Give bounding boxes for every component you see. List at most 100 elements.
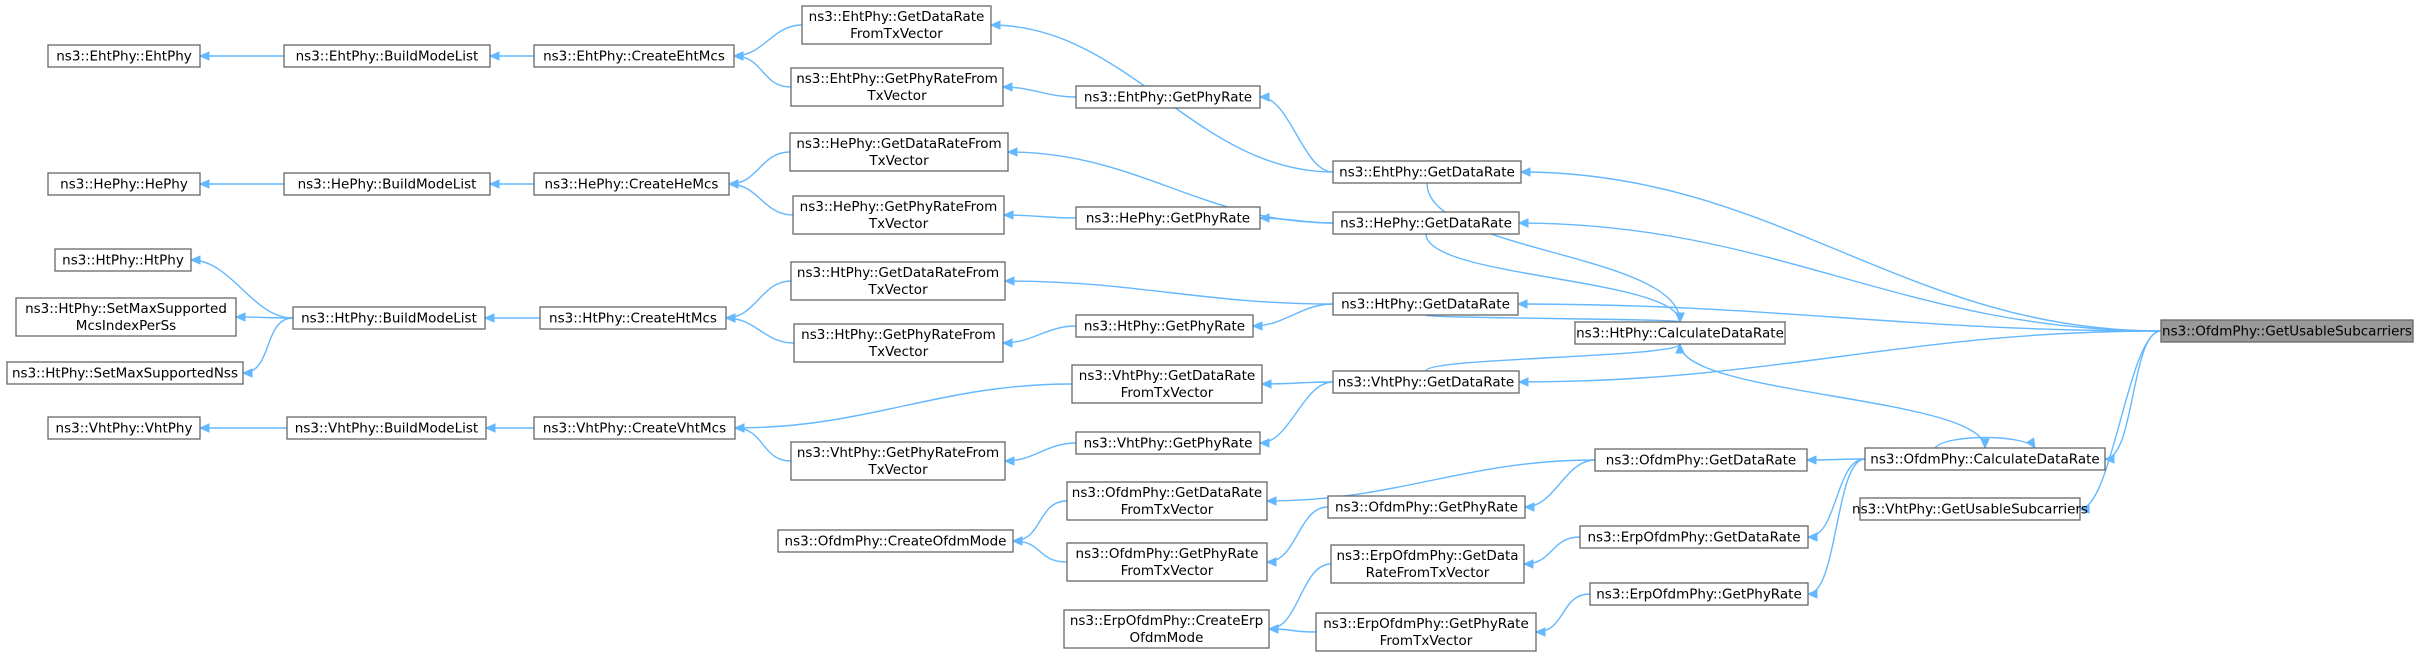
node-he-gdr[interactable]: ns3::HePhy::GetDataRate — [1332, 211, 1520, 235]
edge-ofdm-com-to-ofdm-gpr-tx — [1011, 536, 1068, 563]
node-box — [792, 195, 1005, 235]
edge-vht-gdr-to-root — [1517, 330, 2162, 387]
edge-ofdm-gdr-tx-to-ofdm-gdr — [1265, 459, 1596, 506]
node-ht-smsn[interactable]: ns3::HtPhy::SetMaxSupportedNss — [6, 361, 244, 385]
node-label: ns3::EhtPhy::GetPhyRateFrom — [796, 71, 998, 87]
edge-eht-gdr-to-root — [1519, 167, 2162, 332]
node-box — [777, 529, 1014, 553]
node-he-gpr[interactable]: ns3::HePhy::GetPhyRate — [1075, 206, 1261, 230]
node-box — [1589, 582, 1809, 606]
node-label: ns3::HtPhy::CalculateDataRate — [1576, 326, 1784, 342]
node-label: ns3::HePhy::GetDataRate — [1340, 216, 1512, 232]
node-label: ns3::ErpOfdmPhy::GetData — [1336, 548, 1518, 564]
node-ht-gdr[interactable]: ns3::HtPhy::GetDataRate — [1332, 292, 1519, 316]
edge-arrowhead — [1523, 502, 1535, 512]
edge-arrowhead — [1806, 589, 1818, 599]
node-box — [54, 248, 192, 272]
node-ht-bml[interactable]: ns3::HtPhy::BuildModeList — [292, 306, 486, 330]
node-box — [292, 306, 486, 330]
node-ofdm-gdr[interactable]: ns3::OfdmPhy::GetDataRate — [1594, 448, 1808, 472]
node-ofdm-cdr[interactable]: ns3::OfdmPhy::CalculateDataRate — [1864, 447, 2106, 471]
node-label: OfdmMode — [1130, 630, 1204, 646]
edge-arrowhead — [1001, 82, 1013, 92]
node-label: ns3::VhtPhy::BuildModeList — [295, 421, 478, 437]
node-label: ns3::OfdmPhy::CreateOfdmMode — [785, 534, 1007, 550]
node-eht-cm[interactable]: ns3::EhtPhy::CreateEhtMcs — [533, 44, 735, 68]
node-box — [1075, 206, 1261, 230]
edge-ht-cdr-to-vht-gdr — [1425, 342, 1685, 372]
node-label: ns3::VhtPhy::GetDataRate — [1079, 368, 1255, 384]
node-label: ns3::HtPhy::GetDataRate — [1341, 297, 1510, 313]
node-vht-phy[interactable]: ns3::VhtPhy::VhtPhy — [47, 416, 201, 440]
edge-arrowhead — [1534, 627, 1546, 637]
node-label: TxVector — [867, 462, 928, 478]
edge-vht-gpr-to-vht-gdr — [1258, 381, 1334, 448]
node-label: TxVector — [866, 88, 927, 104]
node-root[interactable]: ns3::OfdmPhy::GetUsableSubcarriers — [2160, 319, 2414, 343]
edge-path — [1266, 459, 1596, 502]
node-vht-gus[interactable]: ns3::VhtPhy::GetUsableSubcarriers — [1852, 497, 2088, 521]
node-erp-gpr[interactable]: ns3::ErpOfdmPhy::GetPhyRate — [1589, 582, 1809, 606]
node-label: ns3::ErpOfdmPhy::GetPhyRate — [1596, 587, 1802, 603]
edge-arrowhead — [1258, 438, 1270, 448]
edge-path — [728, 183, 794, 216]
node-vht-gpr[interactable]: ns3::VhtPhy::GetPhyRate — [1075, 431, 1261, 455]
node-he-cm[interactable]: ns3::HePhy::CreateHeMcs — [533, 172, 730, 196]
node-box — [47, 44, 201, 68]
node-label: ns3::HtPhy::GetPhyRateFrom — [801, 327, 996, 343]
node-he-bml[interactable]: ns3::HePhy::BuildModeList — [283, 172, 491, 196]
edge-ofdm-gpr-tx-to-ofdm-gpr — [1265, 506, 1329, 567]
node-ht-cdr[interactable]: ns3::HtPhy::CalculateDataRate — [1574, 321, 1786, 345]
node-ht-gpr[interactable]: ns3::HtPhy::GetPhyRate — [1075, 314, 1254, 338]
edge-path — [1002, 325, 1077, 344]
node-eht-phy[interactable]: ns3::EhtPhy::EhtPhy — [47, 44, 201, 68]
node-eht-gdr[interactable]: ns3::EhtPhy::GetDataRate — [1332, 160, 1522, 184]
node-label: FromTxVector — [1121, 385, 1214, 401]
edge-path — [1518, 330, 2162, 383]
node-label: ns3::HtPhy::SetMaxSupported — [25, 301, 227, 317]
node-label: ns3::VhtPhy::CreateVhtMcs — [543, 421, 726, 437]
node-box — [789, 132, 1009, 172]
node-label: ns3::HtPhy::CreateHtMcs — [549, 311, 717, 327]
node-vht-gdr[interactable]: ns3::VhtPhy::GetDataRate — [1332, 370, 1520, 394]
edge-arrowhead — [1002, 210, 1014, 220]
edge-path — [2104, 330, 2162, 460]
edge-arrowhead — [1267, 624, 1279, 634]
edge-eht-cm-to-eht-gpr-tx — [732, 51, 792, 88]
edge-path — [1517, 303, 2162, 332]
node-ht-phy[interactable]: ns3::HtPhy::HtPhy — [54, 248, 192, 272]
node-label: FromTxVector — [850, 26, 943, 42]
node-ofdm-gpr[interactable]: ns3::OfdmPhy::GetPhyRate — [1327, 495, 1526, 519]
node-eht-bml[interactable]: ns3::EhtPhy::BuildModeList — [283, 44, 491, 68]
node-box — [1332, 160, 1522, 184]
node-label: ns3::HtPhy::HtPhy — [62, 253, 184, 269]
edge-path — [734, 383, 1073, 429]
edge-arrowhead — [2078, 504, 2090, 514]
edge-erp-gdr-to-ofdm-cdr — [1806, 458, 1866, 542]
node-he-phy[interactable]: ns3::HePhy::HePhy — [47, 172, 201, 196]
node-vht-bml[interactable]: ns3::VhtPhy::BuildModeList — [286, 416, 487, 440]
node-ht-cm[interactable]: ns3::HtPhy::CreateHtMcs — [539, 306, 727, 330]
node-vht-cm[interactable]: ns3::VhtPhy::CreateVhtMcs — [533, 416, 736, 440]
edge-arrowhead — [483, 313, 495, 323]
node-eht-gpr[interactable]: ns3::EhtPhy::GetPhyRate — [1075, 85, 1261, 109]
node-box — [1075, 431, 1261, 455]
node-label: ns3::OfdmPhy::GetPhyRate — [1076, 546, 1259, 562]
edge-arrowhead — [1516, 299, 1528, 309]
node-erp-gdr[interactable]: ns3::ErpOfdmPhy::GetDataRate — [1579, 525, 1809, 549]
node-ofdm-com[interactable]: ns3::OfdmPhy::CreateOfdmMode — [777, 529, 1014, 553]
